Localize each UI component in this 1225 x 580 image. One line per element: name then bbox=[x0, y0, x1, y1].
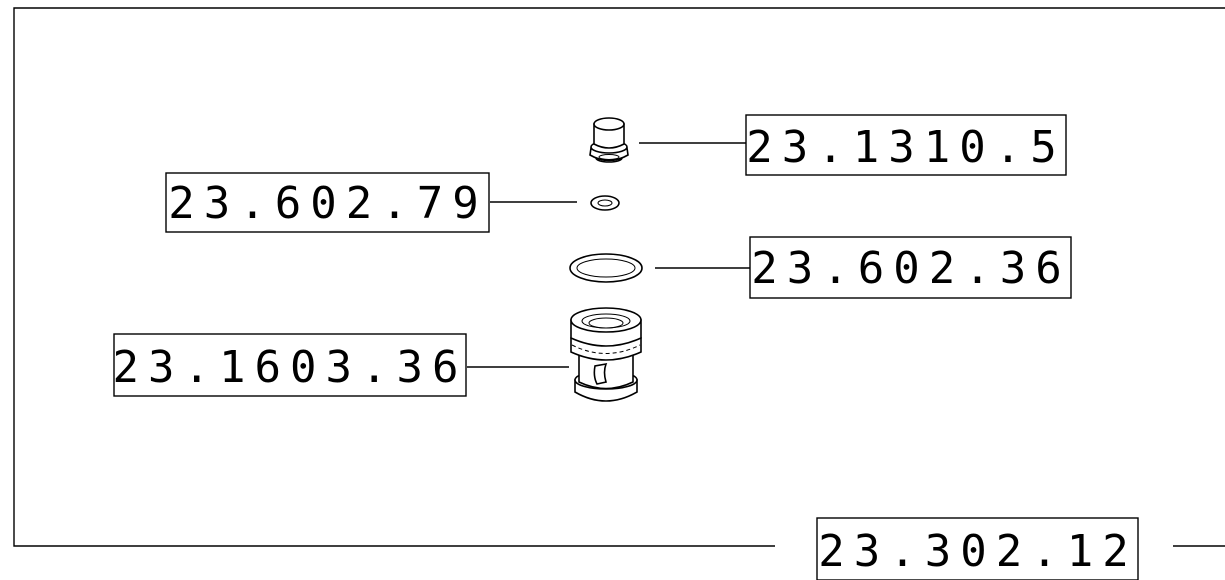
part-number-label: 23.302.12 bbox=[818, 526, 1137, 577]
part-label-box: 23.602.79 bbox=[165, 172, 490, 233]
part-valve-cage bbox=[570, 307, 642, 402]
part-number-label: 23.1310.5 bbox=[746, 122, 1065, 173]
part-label-box: 23.1310.5 bbox=[745, 114, 1067, 176]
part-label-box: 23.302.12 bbox=[816, 517, 1139, 580]
part-small-oring bbox=[590, 195, 620, 211]
part-number-label: 23.1603.36 bbox=[113, 342, 468, 393]
part-large-oring bbox=[569, 253, 643, 283]
drawing-frame bbox=[13, 7, 1225, 547]
part-label-box: 23.602.36 bbox=[749, 236, 1072, 299]
part-number-label: 23.602.79 bbox=[168, 178, 487, 229]
part-label-box: 23.1603.36 bbox=[113, 333, 468, 397]
part-number-label: 23.602.36 bbox=[751, 243, 1070, 294]
part-valve-plug bbox=[589, 117, 629, 163]
